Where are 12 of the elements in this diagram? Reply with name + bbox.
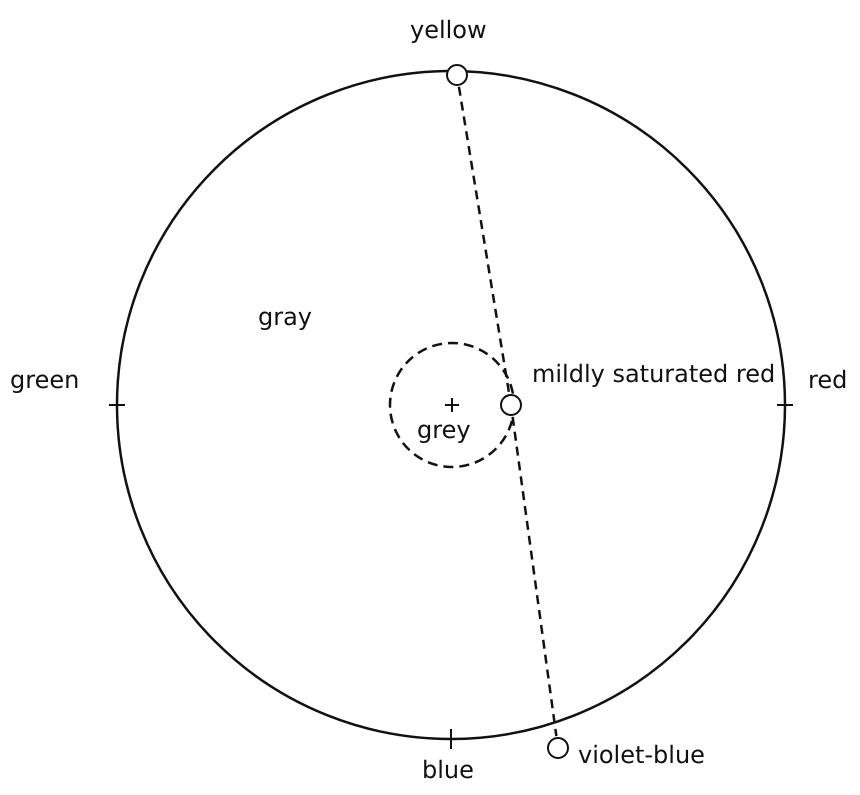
point-label: yellow	[410, 18, 487, 42]
point-marker	[547, 737, 569, 759]
color-label: gray	[258, 305, 312, 329]
point-marker	[446, 64, 468, 86]
dashed-line	[458, 86, 510, 394]
color-label: red	[808, 368, 848, 392]
color-label: grey	[417, 418, 471, 442]
point-label: mildly saturated red	[532, 362, 776, 386]
point-marker	[500, 394, 522, 416]
color-label: green	[10, 368, 80, 392]
color-label: blue	[422, 758, 474, 782]
point-label: violet-blue	[578, 743, 705, 767]
